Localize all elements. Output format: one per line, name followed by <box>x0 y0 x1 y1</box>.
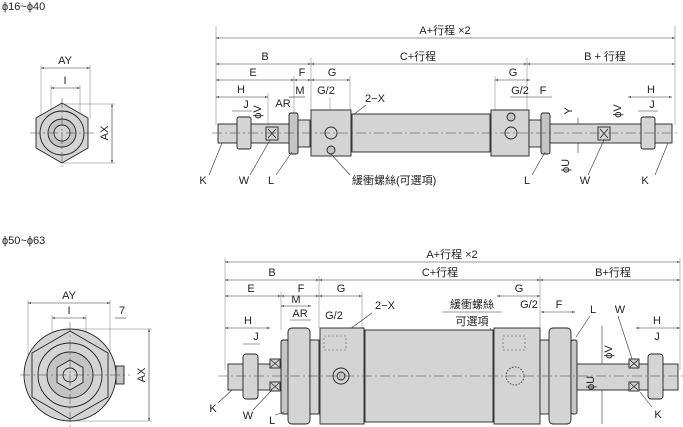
bottom-end-dim-i: I <box>67 305 70 317</box>
top-end-dim-i: I <box>63 75 66 87</box>
bottom-dim-b-stroke: B+行程 <box>595 266 631 279</box>
bottom-dim-g-right: G <box>515 283 524 295</box>
top-dim-u: ϕU <box>560 159 572 173</box>
bottom-dim-u: ϕU <box>585 376 597 390</box>
bottom-label-k: K <box>209 403 217 415</box>
bottom-dim-v: ϕV <box>603 345 615 359</box>
bottom-dim-g: G <box>337 283 346 295</box>
bottom-dim-c: C+行程 <box>422 266 458 279</box>
top-dim-c: C+行程 <box>400 50 436 63</box>
top-end-dim-ax: AX <box>99 125 111 140</box>
top-dim-g2: G/2 <box>317 85 335 97</box>
top-label-l-right: L <box>524 175 530 187</box>
top-dim-e: E <box>249 67 256 79</box>
bottom-dim-a-total: A+行程 ×2 <box>426 248 477 261</box>
top-label-k-right: K <box>641 175 649 187</box>
bottom-dim-h-right: H <box>653 315 661 327</box>
top-dim-v-right: ϕV <box>612 104 624 118</box>
bottom-dim-ar: AR <box>292 308 307 320</box>
rod-nut-left <box>242 353 259 400</box>
top-dim-h-right: H <box>647 84 655 96</box>
bottom-dim-f-right: F <box>556 299 563 311</box>
top-dim-f-right: F <box>540 85 547 97</box>
top-dim-a-total: A+行程 ×2 <box>419 24 470 37</box>
bottom-dim-2x: 2−X <box>375 300 396 312</box>
bottom-dim-m: M <box>291 294 300 306</box>
top-end-dim-ay: AY <box>58 55 73 67</box>
bottom-dim-j: J <box>253 331 259 343</box>
top-label-l: L <box>268 175 274 187</box>
bottom-end-dim-7: 7 <box>119 305 125 317</box>
top-dim-2x: 2−X <box>365 93 386 105</box>
bottom-label-cushion-2: 可選項 <box>456 315 489 328</box>
top-dim-j: J <box>243 99 249 111</box>
top-side-view: A+行程 ×2 B C+行程 B + 行程 E F G H M G/2 AR J… <box>199 24 680 187</box>
top-dim-b: B <box>261 51 268 63</box>
bottom-label-w-right: W <box>615 304 626 316</box>
bottom-dim-f: F <box>298 283 305 295</box>
top-label-w-right: W <box>580 175 591 187</box>
bottom-end-dim-ay: AY <box>62 290 77 302</box>
top-label-cushion-screw: 緩衝螺絲(可選項) <box>352 173 436 187</box>
bottom-dim-j-right: J <box>654 331 660 343</box>
cushion-screw-right <box>506 112 516 122</box>
bottom-dim-g2-right: G/2 <box>520 299 538 311</box>
top-dim-ar: AR <box>275 98 290 110</box>
bottom-end-dim-ax: AX <box>136 367 148 382</box>
bottom-section-title: ϕ50~ϕ63 <box>2 235 45 247</box>
top-dim-f: F <box>299 67 306 79</box>
top-dim-h: H <box>237 84 245 96</box>
top-end-view: AY I AX <box>30 55 115 168</box>
top-label-k: K <box>199 175 207 187</box>
top-dim-j-right: J <box>649 99 655 111</box>
cushion-screw-left <box>326 145 336 155</box>
bottom-label-k-right: K <box>654 409 662 421</box>
top-dim-g: G <box>328 67 337 79</box>
bottom-label-l: L <box>269 415 275 427</box>
bottom-end-view: AY I 7 AX <box>20 290 152 427</box>
bottom-label-w: W <box>243 410 254 422</box>
top-dim-v: ϕV <box>252 105 264 119</box>
bottom-dim-e: E <box>247 283 254 295</box>
top-dim-m: M <box>295 85 304 97</box>
bottom-label-l-right: L <box>590 304 596 316</box>
top-dim-y: Y <box>563 107 575 115</box>
bottom-dim-g2: G/2 <box>325 310 343 322</box>
bottom-dim-b: B <box>268 267 275 279</box>
top-dim-g2-right: G/2 <box>511 85 529 97</box>
bottom-label-cushion-1: 緩衝螺絲 <box>450 297 494 311</box>
top-section-title: ϕ16~ϕ40 <box>2 1 45 13</box>
top-dim-g-right: G <box>509 67 518 79</box>
bottom-side-view: A+行程 ×2 B C+行程 B+行程 E F G M AR G/2 2−X H… <box>209 248 683 427</box>
top-label-w: W <box>239 175 250 187</box>
bottom-dim-h: H <box>244 315 252 327</box>
top-dim-b-stroke: B + 行程 <box>584 50 626 63</box>
rod-nut-right <box>647 353 664 400</box>
